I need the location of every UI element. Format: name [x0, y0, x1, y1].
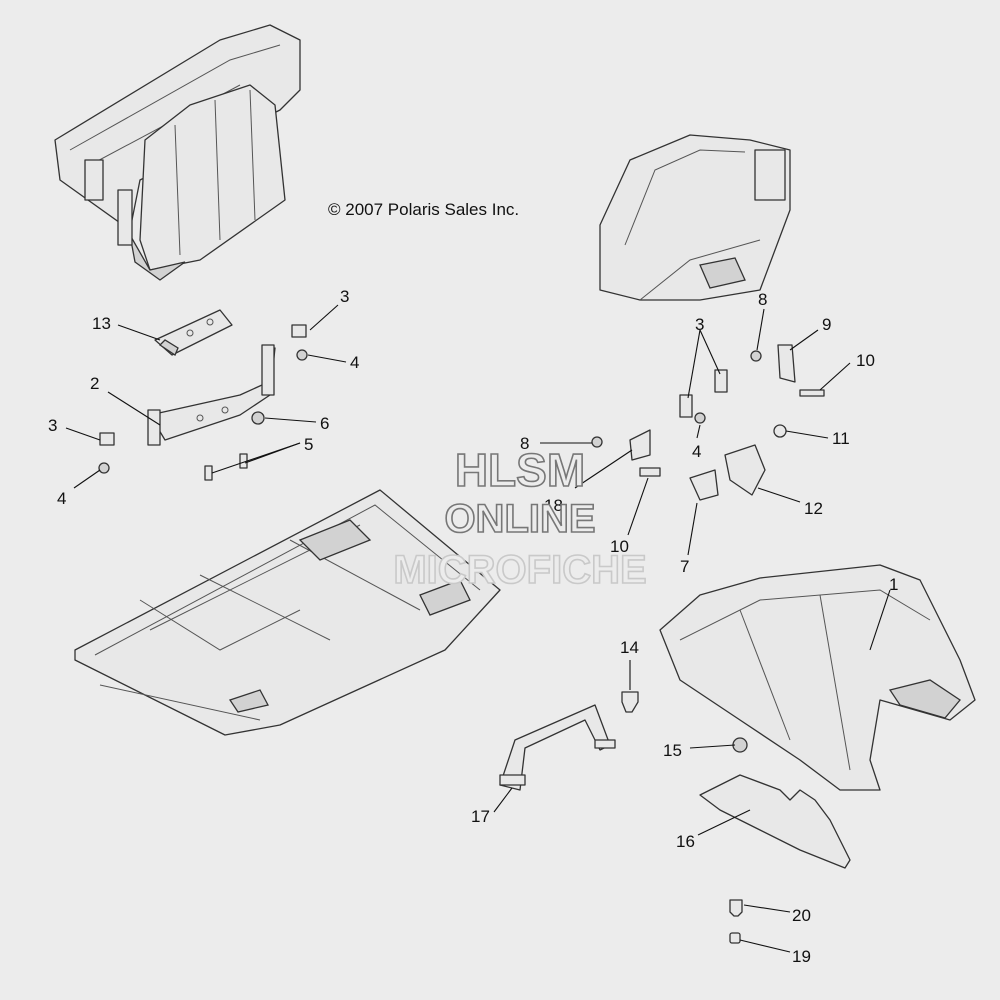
callout-15: 15	[663, 741, 682, 760]
rear-backrest-assembly	[54, 24, 301, 281]
callout-2: 2	[90, 374, 99, 393]
callout-7: 7	[680, 557, 689, 576]
part-1-seat	[659, 564, 976, 791]
callout-3-lower: 3	[48, 416, 57, 435]
callout-10-center: 10	[610, 537, 629, 556]
callout-17: 17	[471, 807, 490, 826]
part-2-mounting-bracket	[147, 344, 276, 446]
callout-4-lower: 4	[57, 489, 66, 508]
callout-4-left: 4	[350, 353, 359, 372]
copyright-text: © 2007 Polaris Sales Inc.	[328, 200, 519, 219]
callout-labels: 1 2 3 3 3 4 4 4 5 6 7 8 8 9 10 10 11 12 …	[48, 287, 898, 966]
part-13-seat-latch	[154, 309, 233, 356]
callout-8-right: 8	[758, 290, 767, 309]
callout-5: 5	[304, 435, 313, 454]
callout-9: 9	[822, 315, 831, 334]
callout-11: 11	[832, 429, 850, 448]
callout-18: 18	[544, 496, 563, 515]
callout-4-right: 4	[692, 442, 701, 461]
part-20-push-pin	[729, 899, 743, 917]
callout-10-right: 10	[856, 351, 875, 370]
watermark-line-3: MICROFICHE	[393, 548, 646, 592]
callout-3-left: 3	[340, 287, 349, 306]
part-15-grommet	[732, 737, 748, 753]
callout-1: 1	[889, 575, 898, 594]
watermark-line-2: ONLINE	[444, 497, 595, 541]
leader-lines	[65, 304, 891, 953]
hardware-right	[591, 344, 825, 501]
front-backrest	[599, 134, 791, 301]
callout-3-right: 3	[695, 315, 704, 334]
callout-16: 16	[676, 832, 695, 851]
callout-6: 6	[320, 414, 329, 433]
watermark-line-1: HLSM	[455, 444, 585, 496]
part-16-seat-panel	[699, 774, 851, 869]
callout-20: 20	[792, 906, 811, 925]
callout-19: 19	[792, 947, 811, 966]
part-19-cap	[729, 932, 741, 944]
watermark: HLSM ONLINE MICROFICHE	[393, 443, 648, 593]
callout-14: 14	[620, 638, 639, 657]
callout-8-center: 8	[520, 434, 529, 453]
callout-12: 12	[804, 499, 823, 518]
vehicle-frame	[74, 489, 501, 736]
hardware-left	[98, 324, 308, 481]
part-14-fastener	[621, 691, 639, 713]
part-17-support-bracket	[499, 704, 616, 791]
callout-13: 13	[92, 314, 111, 333]
